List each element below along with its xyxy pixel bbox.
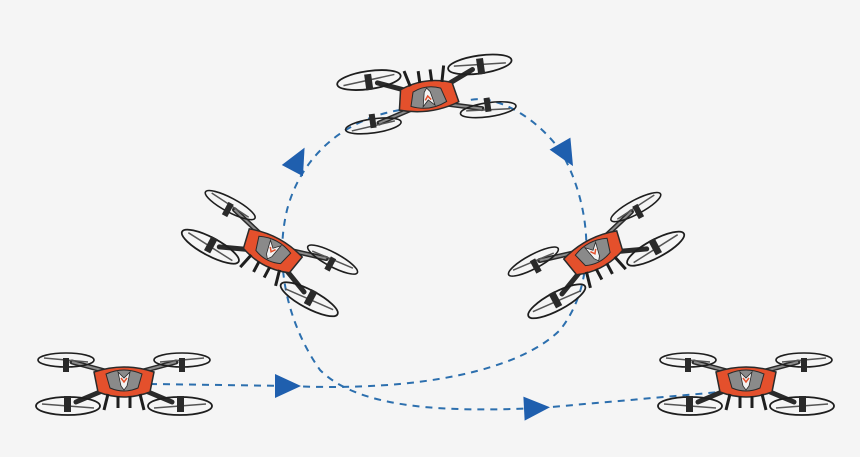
quadcopter-drone-icon [36, 353, 212, 415]
flight-path [149, 98, 721, 411]
quadcopter-drone-icon [504, 187, 689, 324]
triangle-arrow-icon [523, 395, 551, 421]
quadcopter-drone-icon [178, 185, 363, 322]
triangle-arrow-icon [275, 374, 301, 398]
quadcopter-drone-icon [658, 353, 834, 415]
triangle-arrow-icon [549, 137, 584, 173]
quadcopter-drone-icon [336, 51, 519, 137]
triangle-arrow-icon [281, 142, 316, 177]
